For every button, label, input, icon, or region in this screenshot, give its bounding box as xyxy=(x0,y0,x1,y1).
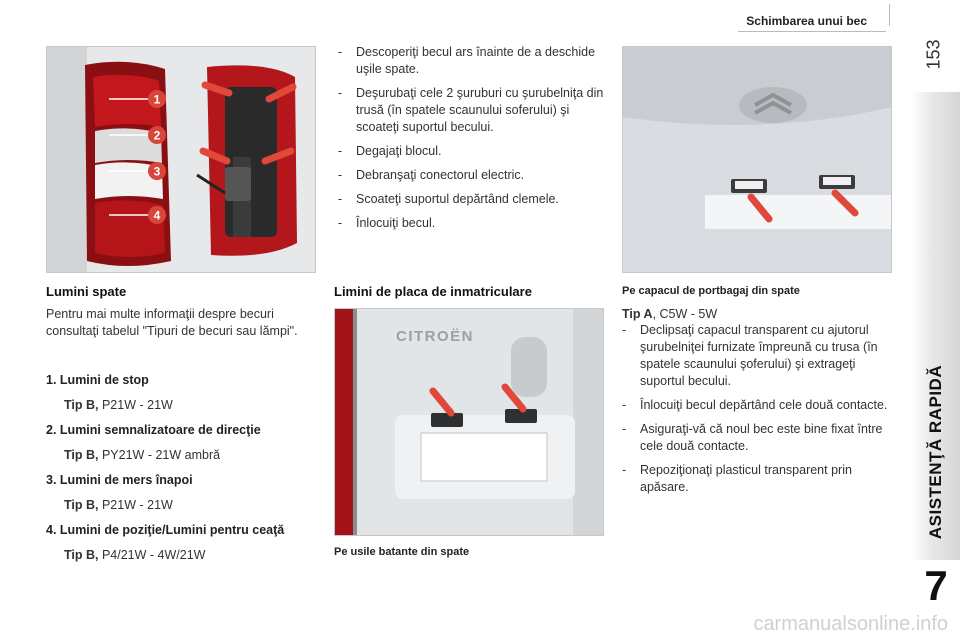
lamp-name: Lumini de mers înapoi xyxy=(59,473,193,487)
tailgate-type-label: Tip A xyxy=(622,307,653,321)
lamp-name: Lumini de stop xyxy=(59,373,149,387)
lamp-spec: Tip B, P21W - 21W xyxy=(46,397,318,414)
watermark: carmanualsonline.info xyxy=(753,613,948,635)
rear-doors-illustration: CITROËN xyxy=(335,309,603,535)
lamp-item: 1. Lumini de stop Tip B, P21W - 21W xyxy=(46,372,318,414)
step: Descoperiţi becul ars înainte de a desch… xyxy=(334,44,604,78)
lamp-item: 2. Lumini semnalizatoare de direcţie Tip… xyxy=(46,422,318,464)
header-divider xyxy=(889,4,890,26)
lamp-type-value: PY21W - 21W ambră xyxy=(98,448,221,462)
lamp-spec: Tip B, P4/21W - 4W/21W xyxy=(46,547,318,564)
door-brand-badge: CITROËN xyxy=(396,328,474,345)
tailgate-caption: Pe capacul de portbagaj din spate xyxy=(622,285,800,297)
lamp-type-label: Tip B, xyxy=(64,448,99,462)
lamp-type-value: P21W - 21W xyxy=(98,398,173,412)
header-rule xyxy=(738,31,886,32)
lamp-type-label: Tip B, xyxy=(64,398,99,412)
tailgate-steps: Declipsaţi capacul transparent cu ajutor… xyxy=(618,322,894,503)
step: Deşurubaţi cele 2 şuruburi cu şurubelniţ… xyxy=(334,85,604,136)
callout-1: 1 xyxy=(154,93,161,107)
lamp-number: 1. xyxy=(46,373,57,387)
chapter-number: 7 xyxy=(924,562,948,609)
tailgate-type-value: , C5W - 5W xyxy=(652,307,718,321)
lamp-name: Lumini semnalizatoare de direcţie xyxy=(59,423,261,437)
lamp-number: 3. xyxy=(46,473,57,487)
section-label: ASISTENŢĂ RAPIDĂ xyxy=(926,364,945,540)
step: Scoateţi suportul depărtând clemele. xyxy=(334,191,604,208)
section-tab xyxy=(912,92,960,560)
lamp-name: Lumini de poziţie/Lumini pentru ceaţă xyxy=(59,523,285,537)
rear-lights-heading: Lumini spate xyxy=(46,284,127,299)
step: Asiguraţi-vă că noul bec este bine fixat… xyxy=(618,421,894,455)
rear-lamp-figure: 1 2 3 4 xyxy=(46,46,316,273)
lamp-item: 3. Lumini de mers înapoi Tip B, P21W - 2… xyxy=(46,472,318,514)
step: Înlocuiţi becul. xyxy=(334,215,604,232)
step: Repoziţionaţi plasticul transparent prin… xyxy=(618,462,894,496)
rear-lights-intro: Pentru mai multe informaţii despre becur… xyxy=(46,307,298,338)
rear-doors-caption: Pe usile batante din spate xyxy=(334,546,470,558)
plate-lights-heading: Limini de placa de inmatriculare xyxy=(334,284,532,299)
lamp-type-label: Tip B, xyxy=(64,498,99,512)
lamp-number: 2. xyxy=(46,423,57,437)
lamp-spec: Tip B, P21W - 21W xyxy=(46,497,318,514)
page-number: 153 xyxy=(923,39,944,70)
rear-doors-figure: CITROËN xyxy=(334,308,604,536)
tailgate-type: Tip A, C5W - 5W xyxy=(622,306,894,323)
lamp-type-label: Tip B, xyxy=(64,548,99,562)
callout-3: 3 xyxy=(154,165,161,179)
lamp-list: 1. Lumini de stop Tip B, P21W - 21W 2. L… xyxy=(46,372,318,572)
lamp-removal-steps: Descoperiţi becul ars înainte de a desch… xyxy=(334,44,604,239)
running-header: Schimbarea unui bec xyxy=(746,14,867,28)
step: Degajaţi blocul. xyxy=(334,143,604,160)
step: Înlocuiţi becul depărtând cele două cont… xyxy=(618,397,894,414)
lamp-item: 4. Lumini de poziţie/Lumini pentru ceaţă… xyxy=(46,522,318,564)
tailgate-figure xyxy=(622,46,892,273)
callout-2: 2 xyxy=(154,129,161,143)
step: Debranşaţi conectorul electric. xyxy=(334,167,604,184)
callout-4: 4 xyxy=(154,209,161,223)
lamp-number: 4. xyxy=(46,523,57,537)
lamp-type-value: P4/21W - 4W/21W xyxy=(98,548,206,562)
step: Declipsaţi capacul transparent cu ajutor… xyxy=(618,322,894,390)
lamp-type-value: P21W - 21W xyxy=(98,498,173,512)
tailgate-illustration xyxy=(623,47,891,272)
lamp-spec: Tip B, PY21W - 21W ambră xyxy=(46,447,318,464)
rear-lamp-illustration: 1 2 3 4 xyxy=(47,47,315,272)
